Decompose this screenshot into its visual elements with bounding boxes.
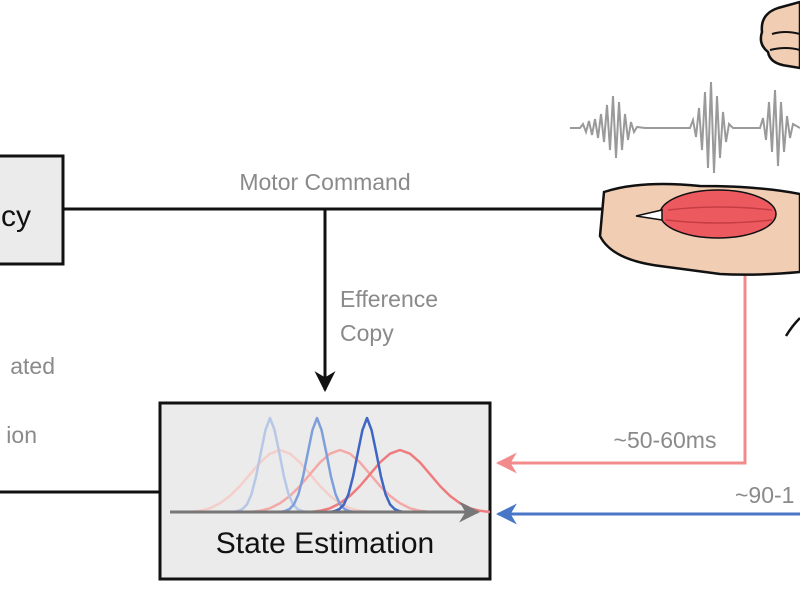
efference-label-line2: Copy: [340, 320, 394, 346]
left-label-partial-2: ion: [6, 422, 37, 448]
state-estimation-label: State Estimation: [216, 527, 434, 560]
muscle-icon: [598, 182, 800, 276]
motor-command-label: Motor Command: [239, 169, 410, 195]
efference-label-line1: Efference: [340, 286, 438, 312]
fist-icon: [759, 0, 800, 70]
visual-delay-label: ~90-1: [735, 482, 794, 508]
proprioceptive-delay-label: ~50-60ms: [614, 427, 717, 453]
distribution-curve-2: [249, 448, 431, 514]
proprioceptive-feedback-arrow: [495, 248, 747, 474]
policy-label: cy: [1, 200, 31, 233]
left-label-partial-1: ated: [10, 353, 55, 379]
distribution-curves: [189, 416, 491, 514]
distribution-curve-6: [329, 416, 405, 514]
partial-hand-outline: [784, 317, 800, 337]
distribution-curve-4: [232, 416, 308, 514]
emg-signal-icon: [570, 81, 800, 174]
